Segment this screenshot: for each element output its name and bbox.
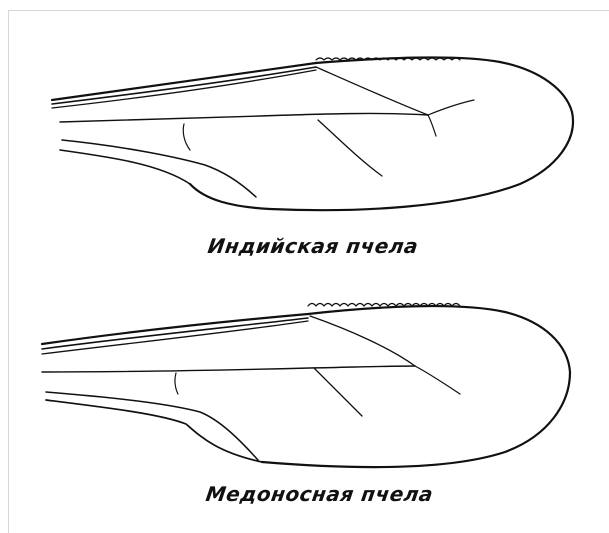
wing-2-cubital-vein: [42, 366, 415, 372]
wing-honey-bee: [42, 304, 570, 468]
wing-2-radial-vein: [310, 316, 415, 366]
wing-1-costa: [52, 67, 316, 104]
wing-2-costa: [42, 318, 308, 349]
wing-1-marginal-vein-b: [428, 115, 436, 136]
wing-1-subcosta: [52, 70, 316, 108]
wing-1-anal-vein: [62, 140, 256, 197]
wing-2-leading-edge: [42, 306, 570, 467]
wing-1-radial-vein: [316, 67, 428, 115]
wing-1-leading-edge: [52, 57, 573, 210]
wing-indian-bee: [52, 57, 573, 210]
wing-1-trailing-edge: [60, 150, 190, 184]
wing-2-oblique-vein: [314, 368, 362, 416]
wing-1-cubital-vein: [60, 113, 428, 122]
wing-2-marginal-vein: [415, 366, 460, 394]
caption-honey-bee: Медоносная пчела: [204, 482, 435, 506]
wing-2-cross-vein-a: [175, 373, 178, 394]
wing-2-anal-vein: [46, 392, 258, 460]
wing-1-marginal-vein-a: [428, 100, 474, 115]
caption-indian-bee: Индийская пчела: [206, 234, 420, 258]
wing-1-oblique-vein: [318, 120, 382, 176]
wing-1-cross-vein-a: [183, 124, 190, 150]
